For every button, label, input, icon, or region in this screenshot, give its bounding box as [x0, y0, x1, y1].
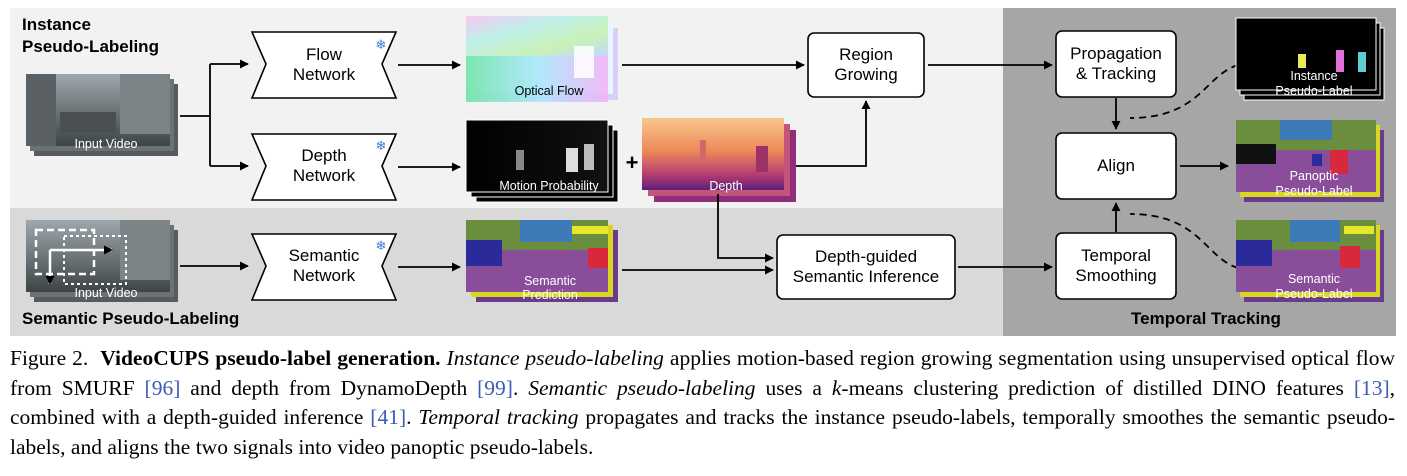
caption-text: and depth from DynamoDepth [180, 375, 478, 400]
snowflake-icon: ❄ [376, 138, 387, 153]
temporal-smoothing-box: Temporal Smoothing [1055, 232, 1177, 300]
flow-network-label: Flow [306, 45, 343, 64]
network-output-arrows [398, 60, 461, 272]
instance-pseudo-label-label-line2: Pseudo-Label [1275, 84, 1352, 98]
figure-caption: Figure 2. VideoCUPS pseudo-label generat… [10, 344, 1395, 462]
instance-pseudo-label-label: Instance [1290, 69, 1337, 83]
optical-flow-image: Optical Flow [466, 16, 618, 102]
align-label: Align [1097, 156, 1135, 175]
caption-text: propagates and tracks the instance pseud… [10, 405, 1396, 459]
depth-network: Depth Network ❄ [250, 133, 398, 201]
panoptic-pseudo-label-label: Panoptic [1290, 169, 1339, 183]
propagation-tracking-label-line2: & Tracking [1076, 64, 1156, 83]
caption-text: , combined with a depth-guided inference [10, 375, 1396, 430]
flow-network: Flow Network ❄ [250, 31, 398, 99]
panoptic-pseudo-label-image: Panoptic Pseudo-Label [1236, 120, 1384, 202]
instance-panel-title-line2: Pseudo-Labeling [22, 37, 159, 56]
caption-term-tracking: Temporal tracking [418, 405, 579, 429]
temporal-smoothing-label-line2: Smoothing [1075, 266, 1156, 285]
region-growing-label: Region [839, 45, 893, 64]
depth-label: Depth [709, 179, 742, 193]
snowflake-icon: ❄ [376, 238, 387, 253]
depth-guided-inference-label: Depth-guided [815, 247, 917, 266]
semantic-network-label-line2: Network [293, 266, 356, 285]
citation-link[interactable]: [41] [370, 405, 407, 429]
citation-link[interactable]: [99] [477, 375, 513, 400]
pipeline-diagram: Instance Pseudo-Labeling Semantic Pseudo… [10, 8, 1396, 336]
semantic-prediction-label-line2: Prediction [522, 288, 578, 302]
semantic-network-label: Semantic [289, 246, 360, 265]
input-video-top: Input Video [26, 74, 178, 156]
depth-image: Depth [642, 118, 796, 202]
depth-guided-inference-label-line2: Semantic Inference [793, 267, 939, 286]
semantic-prediction-image: Semantic Prediction [466, 220, 618, 302]
semantic-panel-title: Semantic Pseudo-Labeling [22, 309, 239, 328]
semantic-pseudo-label-label-line2: Pseudo-Label [1275, 287, 1352, 301]
instance-pseudo-label-image: Instance Pseudo-Label [1235, 17, 1385, 101]
depth-network-label: Depth [301, 146, 346, 165]
caption-term-semantic: Semantic pseudo-labeling [528, 375, 756, 400]
caption-term-instance: Instance pseudo-labeling [446, 346, 664, 370]
input-video-top-label: Input Video [74, 137, 137, 151]
propagation-tracking-label: Propagation [1070, 44, 1162, 63]
caption-text: applies motion-based region growing segm… [10, 346, 1396, 400]
propagation-tracking-box: Propagation & Tracking [1055, 30, 1177, 98]
caption-label: Figure 2. [10, 346, 89, 370]
caption-text: . [406, 405, 419, 429]
caption-title: VideoCUPS pseudo-label generation. [100, 346, 441, 370]
panoptic-pseudo-label-label-line2: Pseudo-Label [1275, 184, 1352, 198]
motion-probability-label: Motion Probability [499, 179, 599, 193]
citation-link[interactable]: [13] [1353, 375, 1390, 400]
semantic-pseudo-label-label: Semantic [1288, 272, 1340, 286]
instance-panel-title: Instance [22, 15, 91, 34]
snowflake-icon: ❄ [376, 37, 387, 52]
temporal-smoothing-label: Temporal [1081, 246, 1151, 265]
align-box: Align [1055, 132, 1177, 200]
flow-network-label-line2: Network [293, 65, 356, 84]
semantic-prediction-label: Semantic [524, 274, 576, 288]
citation-link[interactable]: [96] [144, 375, 181, 400]
input-arrows [180, 59, 249, 271]
pipeline-arrows [622, 60, 1239, 275]
caption-text: . [512, 375, 529, 400]
optical-flow-label: Optical Flow [515, 84, 585, 98]
semantic-network: Semantic Network ❄ [250, 233, 398, 301]
plus-sign: + [626, 150, 639, 175]
tracking-panel-title: Temporal Tracking [1131, 309, 1281, 328]
caption-text: uses a [755, 375, 832, 400]
motion-probability-image: Motion Probability [465, 119, 619, 203]
input-video-bottom: Input Video [26, 220, 178, 302]
region-growing-label-line2: Growing [834, 65, 897, 84]
depth-guided-inference-box: Depth-guided Semantic Inference [776, 234, 956, 300]
depth-network-label-line2: Network [293, 166, 356, 185]
semantic-pseudo-label-image: Semantic Pseudo-Label [1236, 220, 1384, 302]
caption-math-k: k [831, 375, 842, 400]
region-growing-box: Region Growing [807, 32, 925, 98]
input-video-bottom-label: Input Video [74, 286, 137, 300]
caption-text: -means clustering prediction of distille… [841, 375, 1354, 400]
